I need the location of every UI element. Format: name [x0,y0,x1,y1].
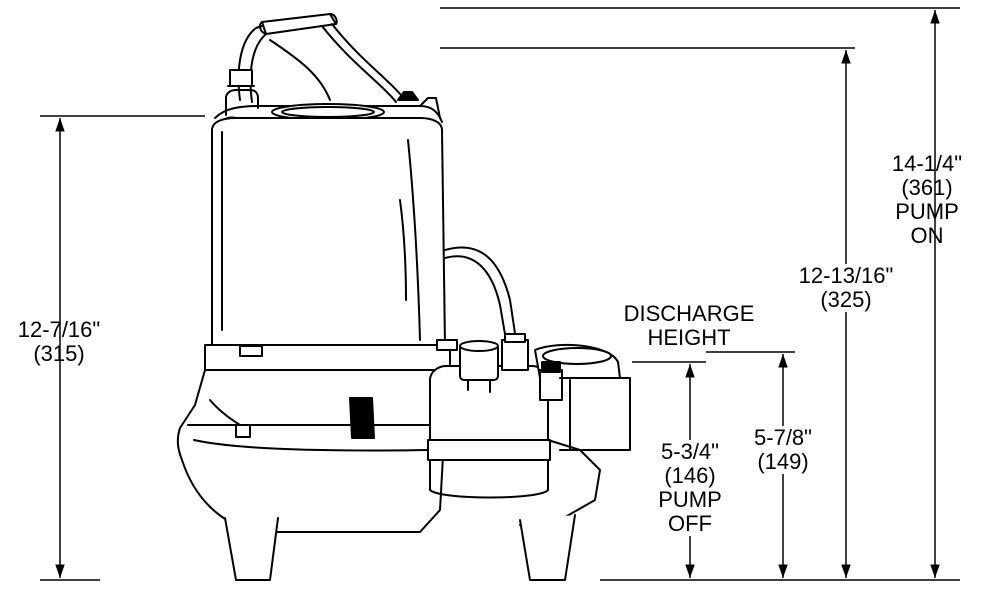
switch-housing [427,333,551,499]
label-pump-off-line3: PUMP [658,487,722,512]
discharge-port [519,343,631,526]
top-cap [214,69,443,131]
pump-illustration [176,13,631,581]
volute-body [176,369,451,533]
label-overall-metric: (315) [33,341,85,366]
label-pump-off: 5-3/4" (146) PUMP OFF [640,440,740,536]
label-pump-off-line4: OFF [668,511,712,536]
right-foot [519,514,576,581]
label-discharge-line2: HEIGHT [647,325,731,350]
dimension-lines [40,7,960,581]
label-pump-on-metric: (361) [901,175,953,200]
left-foot [224,517,279,581]
label-pump-off-fraction: 5-3/4" [661,439,719,464]
label-pump-on-fraction: 14-1/4" [891,151,963,176]
label-pump-off-metric: (146) [664,463,716,488]
label-discharge-height: 5-7/8" (149) [740,426,826,474]
label-top-height: 12-13/16" (325) [776,264,916,312]
label-discharge: DISCHARGE HEIGHT [600,302,778,350]
cord-side [444,246,517,341]
label-overall-fraction: 12-7/16" [17,317,101,342]
cord-top [269,39,331,101]
label-pump-on: 14-1/4" (361) PUMP ON [872,152,982,248]
label-discharge-height-metric: (149) [757,449,809,474]
label-discharge-line1: DISCHARGE [623,301,755,326]
label-pump-on-line4: ON [910,223,944,248]
handle [237,13,406,103]
motor-housing [211,117,446,346]
label-pump-on-line3: PUMP [895,199,959,224]
label-discharge-height-fraction: 5-7/8" [754,425,812,450]
label-overall-height: 12-7/16" (315) [4,318,114,366]
label-top-metric: (325) [820,287,872,312]
label-top-fraction: 12-13/16" [798,263,894,288]
